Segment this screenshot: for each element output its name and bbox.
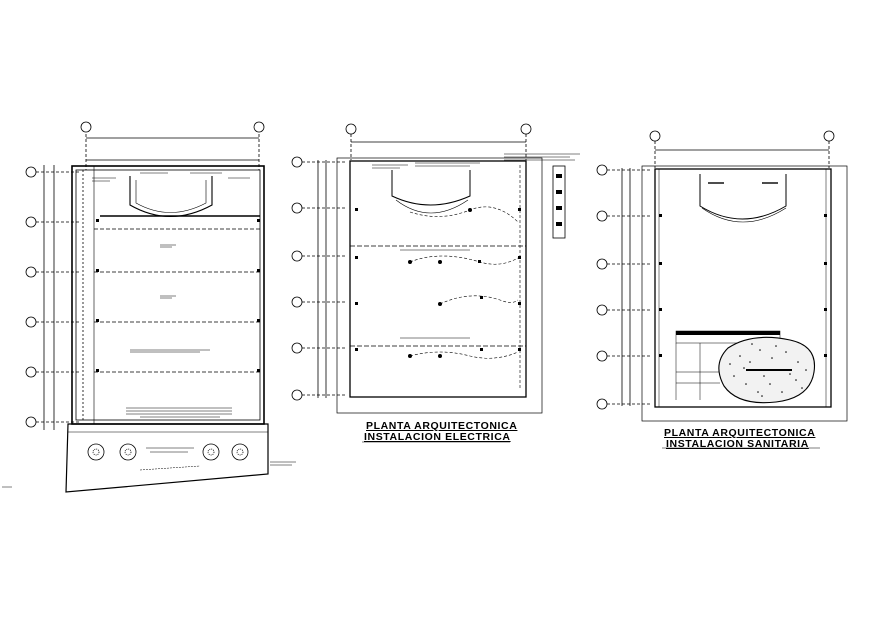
septic-stipple: [729, 343, 807, 397]
tree-symbols: [87, 443, 249, 461]
architectural-plan: [25, 121, 296, 493]
grid-bubble: [80, 121, 92, 133]
columns: [96, 219, 260, 372]
sheet-frame: [336, 157, 543, 414]
grid-bubble: [649, 130, 661, 142]
stage-area: [129, 176, 213, 218]
legend-box: [552, 165, 566, 239]
grid-bubble: [823, 130, 835, 142]
sanitary-plan-title-line2: INSTALACION SANITARIA: [666, 438, 809, 450]
building-outline: [71, 165, 265, 425]
electrical-plan-title-line2: INSTALACION ELECTRICA: [364, 431, 511, 443]
grid-bubble: [345, 123, 357, 135]
electrical-outlets: [355, 208, 521, 358]
sheet-frame: [641, 165, 848, 422]
drain-points: [659, 214, 827, 357]
sanitary-plan: [596, 130, 848, 449]
electrical-plan-title-line1: PLANTA ARQUITECTONICA: [366, 420, 518, 432]
grid-bubbles-left: [596, 164, 650, 410]
building-outline: [349, 160, 527, 398]
grid-bubble: [520, 123, 532, 135]
circuit-lines: [409, 165, 521, 390]
electrical-plan: [291, 123, 580, 443]
stage-area: [699, 174, 787, 220]
grid-bubbles-left: [291, 156, 345, 401]
grid-bubble: [253, 121, 265, 133]
annotation-marks: [92, 172, 250, 418]
garden-area: [65, 423, 269, 493]
stage-area: [391, 170, 471, 206]
building-outline: [654, 168, 832, 408]
annotation-marks: [372, 153, 580, 339]
sanitary-plan-title-line1: PLANTA ARQUITECTONICA: [664, 427, 816, 439]
